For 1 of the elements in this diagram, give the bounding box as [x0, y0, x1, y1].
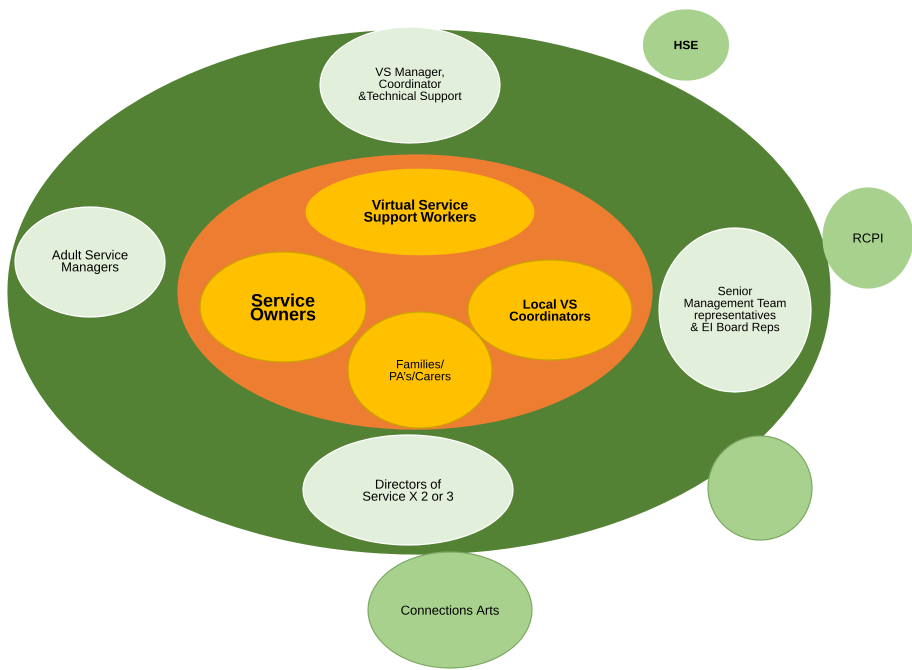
partner-circle — [707, 435, 813, 541]
